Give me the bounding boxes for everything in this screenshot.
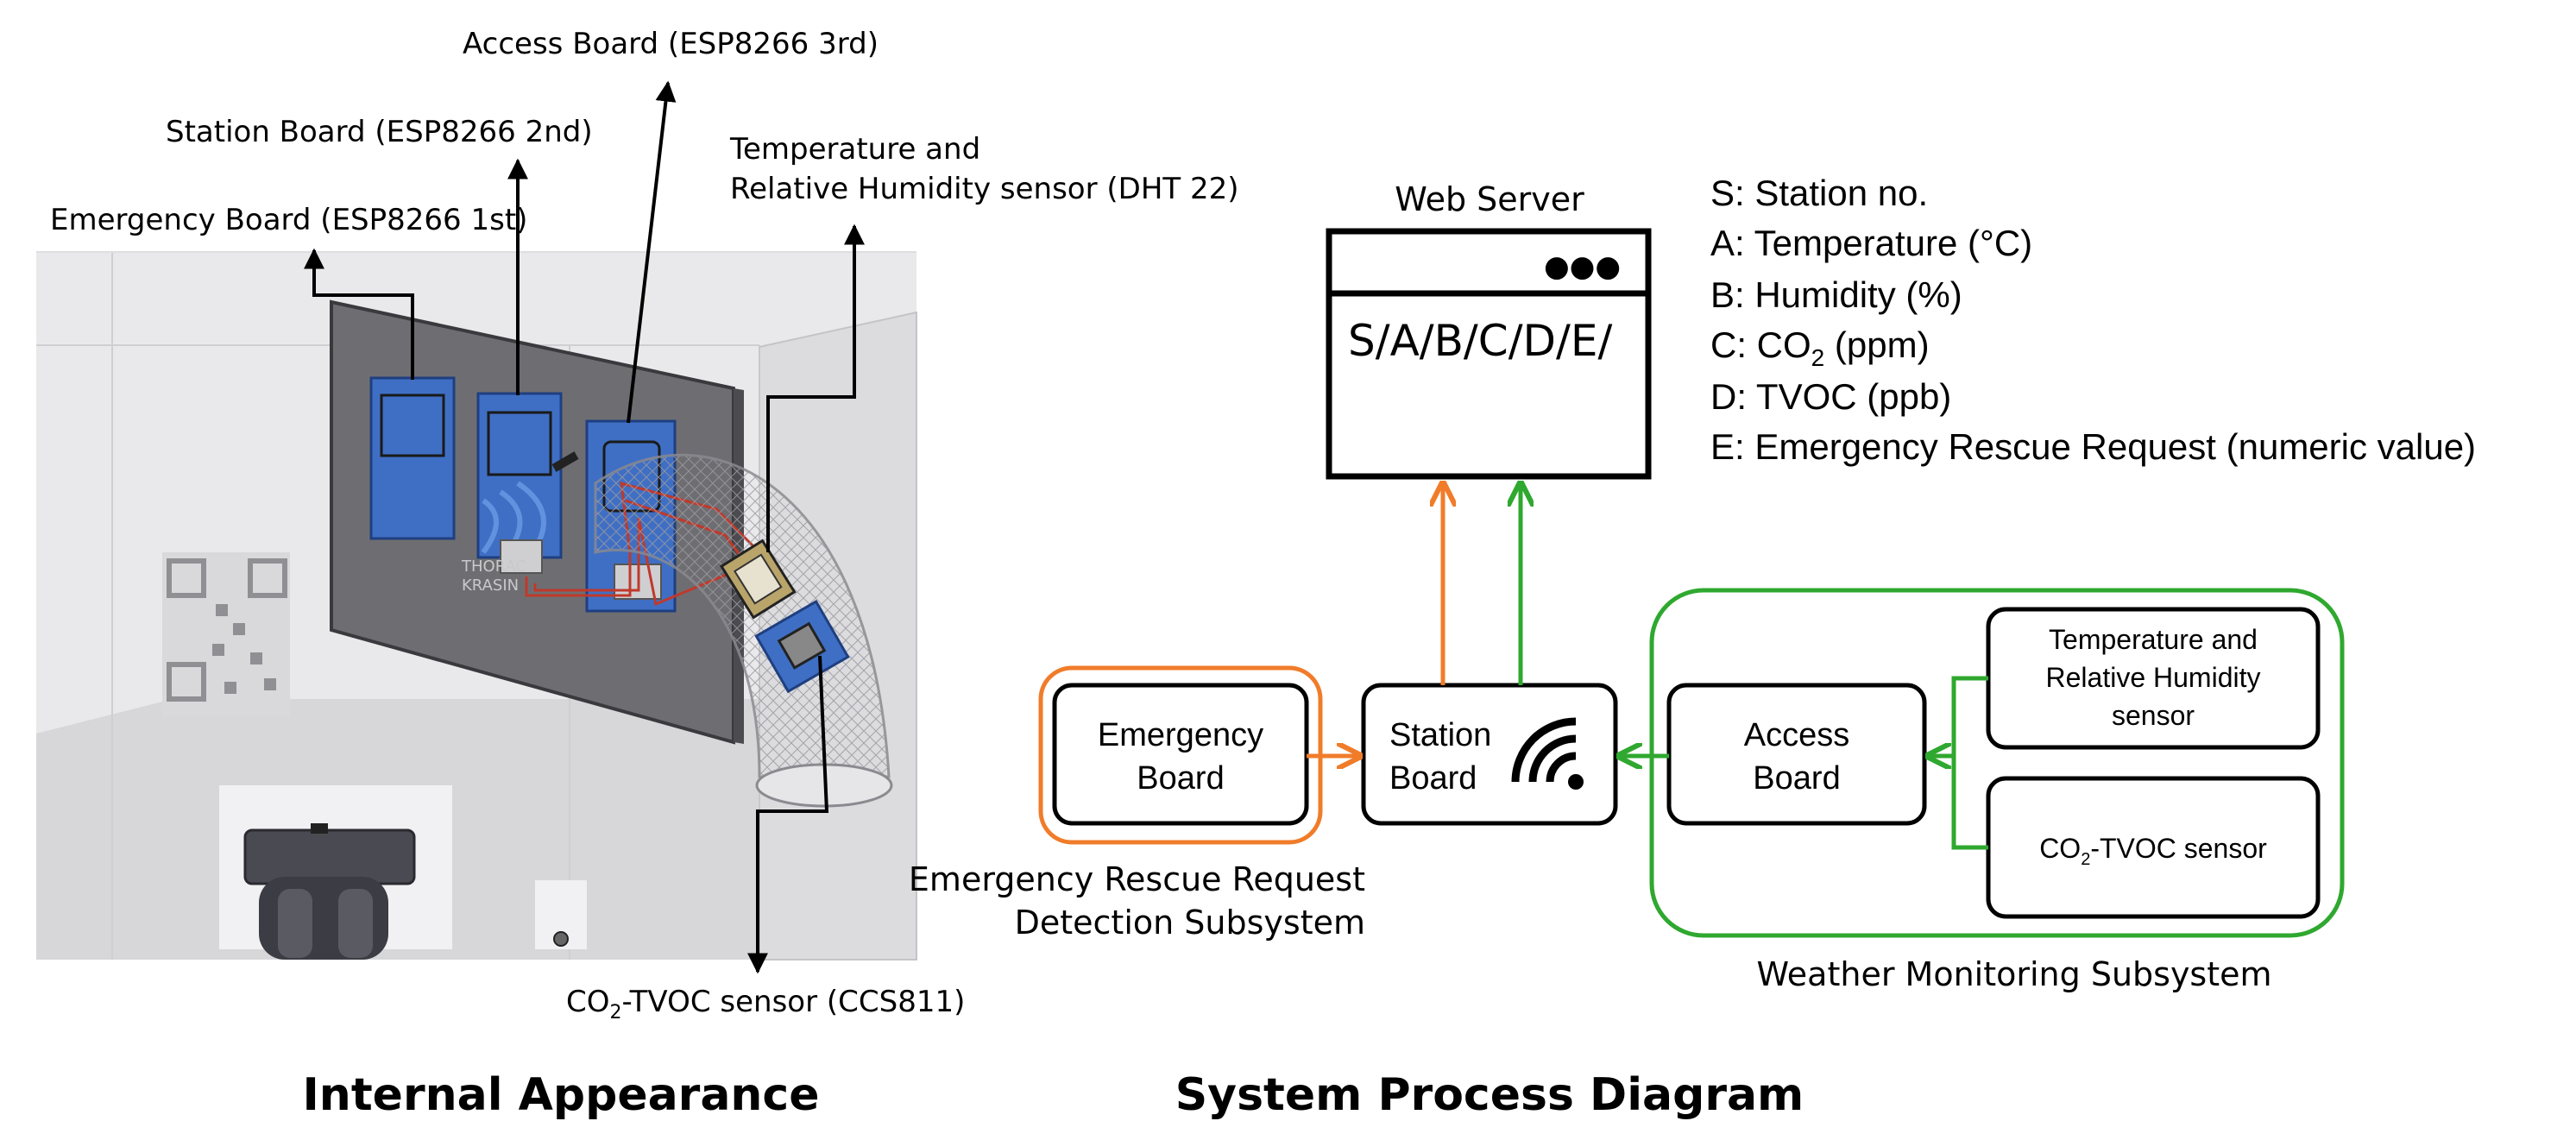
legend-b: B: Humidity (%) <box>1710 274 1962 315</box>
callout-access-board <box>627 80 677 424</box>
emergency-subsystem-label-line1: Emergency Rescue Request <box>909 860 1365 898</box>
callout-emergency-board <box>304 248 414 380</box>
legend-e: E: Emergency Rescue Request (numeric val… <box>1710 426 2476 467</box>
svg-text:Temperature and: Temperature and <box>2049 624 2258 655</box>
legend-d: D: TVOC (ppb) <box>1710 376 1951 417</box>
window-dots-icon: ●●● <box>1544 249 1621 284</box>
mounting-bracket <box>243 823 416 960</box>
web-server-label: Web Server <box>1395 180 1584 218</box>
breadboard <box>500 539 543 574</box>
label-emergency-board: Emergency Board (ESP8266 1st) <box>50 203 527 237</box>
weather-subsystem-label: Weather Monitoring Subsystem <box>1756 955 2271 993</box>
title-internal-appearance: Internal Appearance <box>302 1069 819 1121</box>
svg-text:KRASIN: KRASIN <box>462 576 519 595</box>
emergency-subsystem-label-line2: Detection Subsystem <box>1015 904 1365 942</box>
legend-a: A: Temperature (°C) <box>1710 223 2032 263</box>
svg-text:Board: Board <box>1753 760 1840 797</box>
station-board-node: Station Board <box>1361 683 1618 826</box>
dht22-sensor-model <box>719 539 797 620</box>
wifi-icon <box>1511 717 1584 790</box>
svg-text:Board: Board <box>1389 760 1477 797</box>
screw <box>553 931 569 947</box>
callout-dht22 <box>766 224 865 552</box>
svg-text:Board: Board <box>1137 760 1224 797</box>
web-server-format: S/A/B/C/D/E/ <box>1348 316 1612 366</box>
callout-ccs811 <box>747 655 829 974</box>
svg-text:Relative Humidity: Relative Humidity <box>2046 662 2261 693</box>
weather-subsystem-frame <box>1649 588 2345 938</box>
ventilation-duct-mesh <box>594 453 891 778</box>
temperature-humidity-sensor-node: Temperature and Relative Humidity sensor <box>1986 607 2321 750</box>
access-board-node: Access Board <box>1666 683 1927 826</box>
svg-text:sensor: sensor <box>2112 700 2195 731</box>
label-dht22-line2: Relative Humidity sensor (DHT 22) <box>730 172 1239 206</box>
legend: S: Station no. A: Temperature (°C) B: Hu… <box>1710 173 2476 467</box>
internal-appearance-illustration: THORAC KRASIN <box>36 251 917 960</box>
emergency-board-module <box>369 376 456 540</box>
qr-code-sticker <box>162 552 290 716</box>
label-dht22-line1: Temperature and <box>729 132 980 167</box>
svg-text:Station: Station <box>1389 717 1491 753</box>
device-watermark-text: THORAC KRASIN <box>461 557 526 595</box>
svg-text:CO2-TVOC sensor: CO2-TVOC sensor <box>2039 833 2267 869</box>
label-ccs811: CO2-TVOC sensor (CCS811) <box>566 985 965 1023</box>
svg-text:Access: Access <box>1744 717 1849 753</box>
callout-lines <box>304 80 865 974</box>
legend-c: C: CO2 (ppm) <box>1710 324 1930 371</box>
ccs811-sensor-model <box>754 600 850 694</box>
sensor-bus <box>1951 676 1988 850</box>
title-system-process-diagram: System Process Diagram <box>1175 1069 1804 1121</box>
co2-tvoc-sensor-node: CO2-TVOC sensor <box>1986 776 2321 919</box>
legend-s: S: Station no. <box>1710 173 1928 213</box>
web-server-window: ●●● S/A/B/C/D/E/ <box>1326 228 1652 480</box>
sensor-wiring <box>533 517 760 607</box>
label-station-board: Station Board (ESP8266 2nd) <box>166 115 593 149</box>
svg-text:Emergency: Emergency <box>1098 717 1263 753</box>
svg-text:THORAC: THORAC <box>461 557 526 576</box>
emergency-board-node: Emergency Board <box>1052 683 1309 826</box>
label-access-board: Access Board (ESP8266 3rd) <box>463 27 879 61</box>
